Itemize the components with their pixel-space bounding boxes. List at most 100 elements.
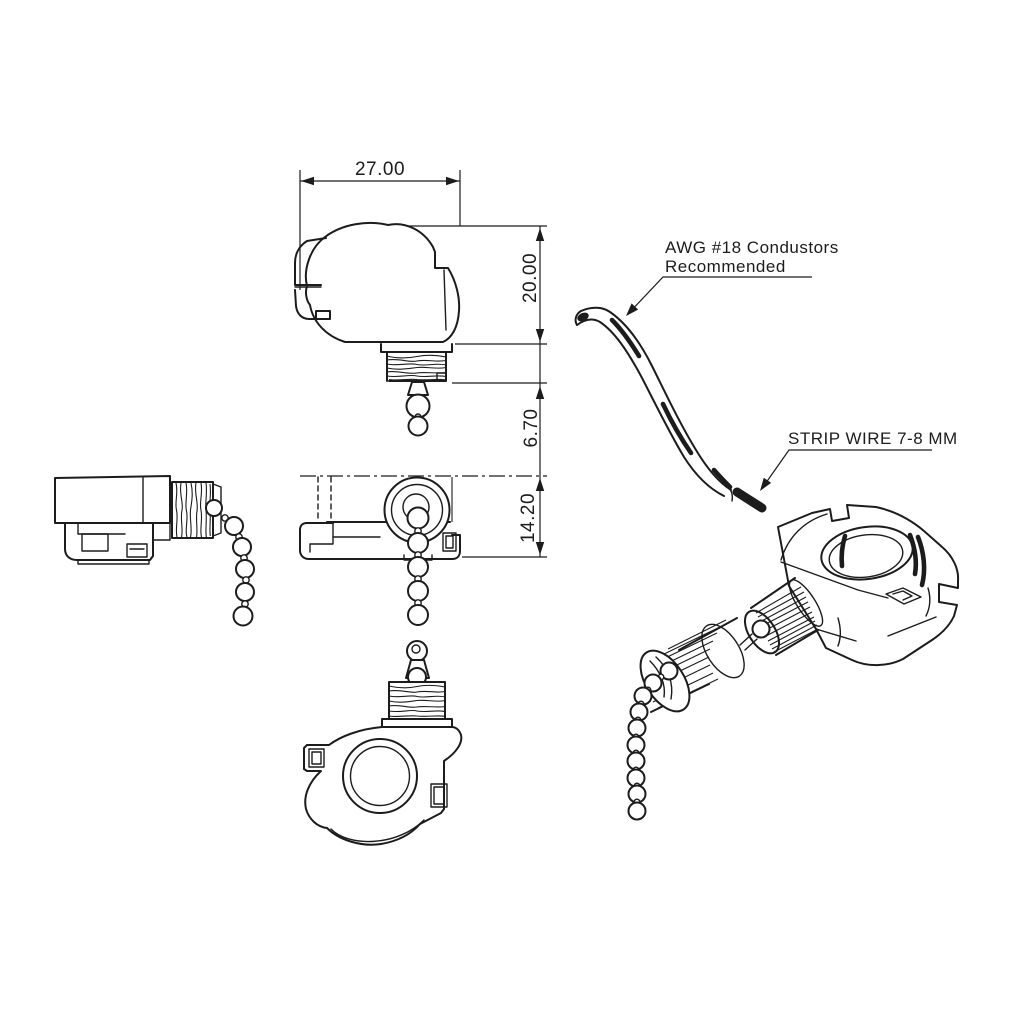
- pull-chain-isometric: [626, 661, 679, 821]
- chain-ball: [224, 516, 244, 536]
- lower-lobe: [330, 819, 425, 843]
- thread-lines-part: [194, 482, 198, 538]
- thread-lines-part: [386, 366, 447, 370]
- thread-lines-part: [386, 354, 447, 359]
- knurl-lines-part: [773, 628, 819, 653]
- body-bottom-edge: [340, 534, 461, 560]
- left-side-view: [54, 475, 255, 627]
- knurl-lines-part: [661, 625, 723, 656]
- chain-ball: [407, 415, 429, 437]
- mount-hole-inner: [828, 533, 904, 579]
- threaded-stem-side: [171, 481, 214, 539]
- side-elevation-view: [294, 221, 461, 437]
- chain-bell-connector: [405, 640, 430, 687]
- thread-lines-part: [386, 363, 447, 366]
- pull-chain: [406, 506, 430, 626]
- bottom-view: [299, 476, 461, 626]
- stem-notch: [436, 372, 447, 382]
- knurl-lines-part: [757, 591, 805, 618]
- leader-line: [627, 276, 812, 315]
- dimension-lines: [299, 170, 547, 558]
- pull-chain-start: [405, 381, 431, 437]
- switch-body-isometric: [777, 504, 960, 667]
- thread-lines-part: [179, 482, 183, 538]
- cap-near-face: [701, 623, 745, 679]
- leader-arrow: [626, 303, 639, 316]
- knurl-lines-part: [771, 624, 818, 650]
- knurl-lines-part: [769, 620, 816, 646]
- wire-edge: [580, 306, 732, 491]
- base-step: [77, 522, 126, 535]
- threaded-stem-isometric: [739, 577, 824, 656]
- chain-ball: [235, 582, 255, 602]
- knurl-lines-part: [767, 616, 815, 642]
- body-chamfer: [780, 513, 828, 561]
- isometric-view: [574, 306, 960, 821]
- stripped-conductor: [732, 487, 767, 513]
- chain-ball: [407, 580, 429, 602]
- chain-ball: [407, 532, 429, 554]
- chain-ball: [627, 801, 647, 821]
- wire-end: [574, 310, 582, 326]
- strip-wire-note: STRIP WIRE 7-8 MM: [788, 429, 958, 448]
- stem-outline: [750, 577, 819, 656]
- base-recess: [81, 533, 109, 552]
- housing-rear-step: [152, 522, 171, 541]
- hole-shading: [915, 534, 927, 588]
- thread-lines-part: [388, 699, 446, 703]
- dimension-arrow: [535, 478, 545, 491]
- dimension-arrow: [535, 228, 545, 241]
- mounting-ear-upper: [294, 237, 327, 286]
- thread-lines-part: [175, 482, 178, 538]
- housing-base: [64, 522, 154, 561]
- knurl-lines-part: [759, 596, 807, 623]
- callouts: AWG #18 Condustors Recommended STRIP WIR…: [626, 238, 958, 491]
- mounting-bracket: [299, 522, 342, 560]
- chain-ball: [659, 661, 679, 681]
- body-facet: [780, 561, 889, 599]
- ear-square-left: [308, 748, 325, 768]
- dimension-body-height: 20.00: [520, 253, 541, 303]
- thread-lines-part: [388, 684, 446, 689]
- hidden-lines: [317, 476, 332, 522]
- dimension-top-width: 27.00: [355, 159, 405, 180]
- chain-ball: [232, 605, 254, 627]
- knurl-lines-part: [755, 586, 802, 614]
- dimension-arrow: [301, 176, 314, 186]
- chain-ball: [407, 556, 429, 578]
- dimension-switch-depth: 14.20: [518, 493, 539, 543]
- wire-end-mark: [577, 312, 589, 322]
- stem-flange: [380, 343, 453, 353]
- wire-shading: [711, 467, 733, 490]
- bracket-detail: [309, 522, 334, 553]
- hole-shading: [907, 532, 919, 577]
- latch-detail: [885, 587, 922, 605]
- mounting-ear-lower: [294, 289, 331, 320]
- dimension-texts: 27.00 20.00 6.70 14.20: [355, 159, 542, 543]
- leader-line: [762, 449, 932, 488]
- thread-lines-part: [388, 715, 446, 718]
- thread-lines-part: [185, 482, 188, 538]
- chain-ball: [751, 619, 771, 639]
- switch-body: [305, 221, 461, 343]
- knurled-cap: [639, 617, 745, 713]
- insulation-edge: [727, 485, 734, 502]
- ear-square-right: [430, 783, 448, 808]
- conductor-note-line1: AWG #18 Condustors: [665, 238, 839, 257]
- body-detail-line: [443, 269, 447, 331]
- thread-lines-part: [388, 709, 446, 713]
- stem-collar: [788, 579, 824, 627]
- dimension-arrow: [446, 176, 459, 186]
- body-curve-mark: [925, 587, 931, 617]
- conductor-note-line2: Recommended: [665, 257, 786, 276]
- chain-ball: [205, 499, 223, 517]
- thread-lines: [388, 684, 446, 718]
- knurl-lines-part: [761, 601, 809, 627]
- wire-shading: [660, 401, 694, 456]
- ring-hole: [411, 644, 421, 654]
- base-plate: [77, 559, 150, 565]
- switch-housing: [54, 475, 171, 524]
- mount-hole-inner: [349, 745, 411, 807]
